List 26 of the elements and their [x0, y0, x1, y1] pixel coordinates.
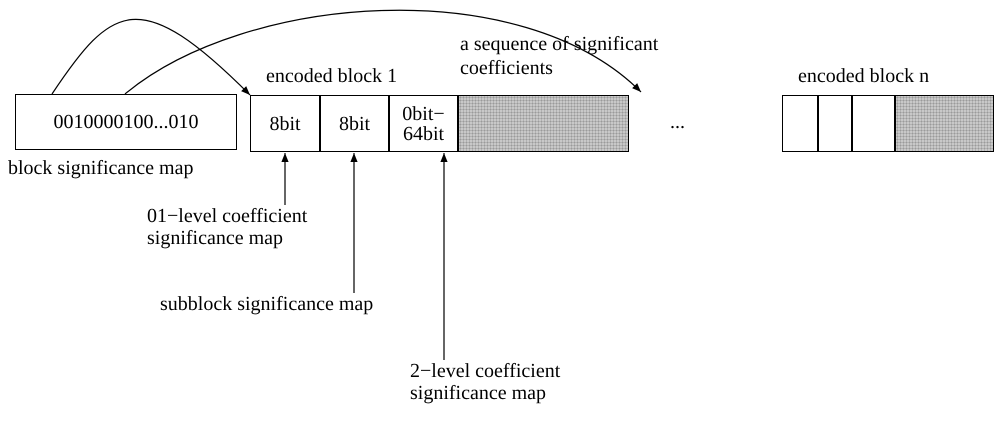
empty-segment	[782, 95, 818, 152]
callout-text: 2−level coefficient significance map	[410, 360, 562, 404]
block-heading: encoded block n	[798, 64, 930, 89]
field-value: 8bit	[268, 114, 302, 134]
leader-arrow	[350, 153, 358, 293]
shaded-segment	[895, 95, 994, 152]
caption-text: block significance map	[8, 156, 194, 180]
leader-arrow	[281, 153, 289, 205]
callout-text: subblock significance map	[160, 293, 374, 315]
bitmap-box	[15, 94, 237, 150]
caption-text: a sequence of significant coefficients	[460, 32, 660, 80]
bit-field	[389, 95, 458, 152]
shaded-segment	[458, 95, 629, 152]
bit-field	[250, 95, 320, 152]
field-value: 8bit	[338, 114, 372, 134]
empty-segment	[818, 95, 852, 152]
field-value: 0bit− 64bit	[401, 104, 446, 144]
ellipsis-text: ...	[670, 110, 685, 134]
curved-arrow	[124, 10, 642, 94]
bit-field	[320, 95, 389, 152]
field-value: 0010000100...010	[54, 110, 198, 134]
leader-arrow	[440, 153, 448, 360]
callout-text: 01−level coefficient significance map	[147, 205, 308, 249]
block-heading: encoded block 1	[266, 64, 398, 89]
curved-arrow	[52, 18, 250, 96]
empty-segment	[852, 95, 895, 152]
